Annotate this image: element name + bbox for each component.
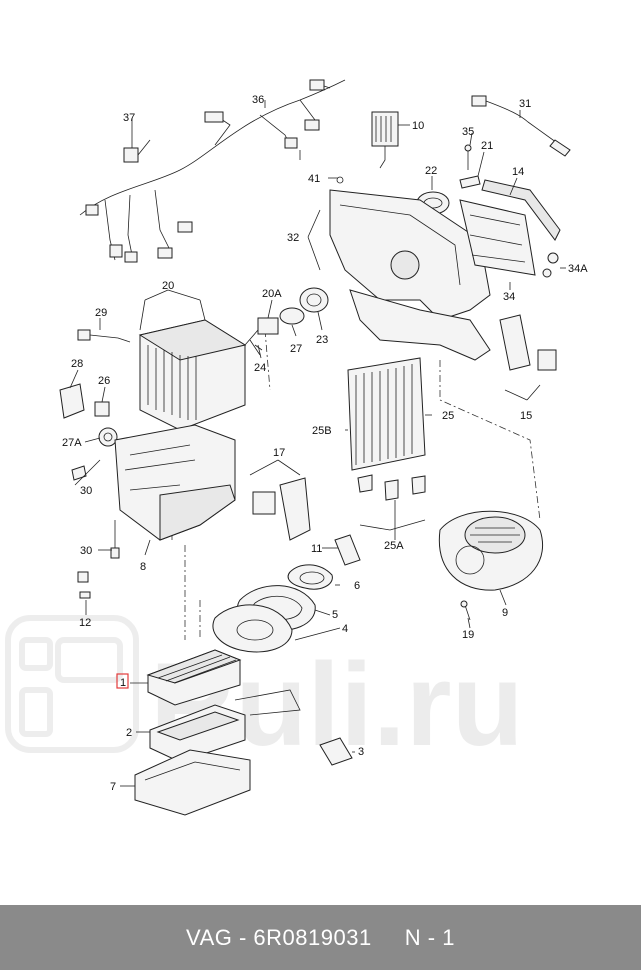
part-37-connector [123,130,151,163]
callout-27: 27 [290,343,302,355]
spacer [372,925,405,951]
wiring-harness [79,79,346,263]
position-label: N - 1 [404,924,455,950]
part-4-gasket [212,604,293,653]
callout-17: 17 [273,447,285,459]
callout-30-bottom: 30 [80,545,92,557]
parts-exploded-diagram: Ruli.ru [5,79,588,816]
callout-28: 28 [71,358,83,370]
callout-4: 4 [342,623,348,635]
part-27a-motor [98,427,118,447]
part-24-pipes [249,339,263,356]
callout-20: 20 [162,280,174,292]
callout-20a: 20A [262,288,282,300]
brand-label: VAG [186,924,233,950]
callout-27a: 27A [62,437,82,449]
part-20-evaporator [138,319,247,431]
part-3-bracket [319,737,353,766]
callout-25: 25 [442,410,454,422]
callout-23: 23 [316,334,328,346]
callout-34a: 34A [568,263,588,275]
part-10-element [371,111,399,169]
part-11-hose [334,534,361,566]
callout-12: 12 [79,617,91,629]
part-30-connector-bottom [110,520,120,559]
part-31-sensor [471,95,571,157]
callout-32: 32 [287,232,299,244]
part-17-unit [252,477,311,541]
part-20a-valve [244,317,279,346]
callout-37: 37 [123,112,135,124]
part-34a-clips [542,252,559,278]
part-23-ring [299,287,329,313]
part-7-lower-housing [134,749,251,816]
callout-19: 19 [462,629,474,641]
callout-9: 9 [502,607,508,619]
part-26-motor [94,401,110,417]
part-35-screw [464,144,472,170]
separator: - [232,924,254,950]
callout-26: 26 [98,375,110,387]
part-34-flap [459,199,536,276]
part-8-heater-box [114,424,236,541]
callout-41: 41 [308,173,320,185]
callout-labels: 36 37 10 31 35 21 22 14 41 32 34A 34 20 … [62,94,588,793]
callout-14: 14 [512,166,524,178]
part-21-bracket [459,175,481,189]
part-number: 6R0819031 [253,924,372,950]
callout-15: 15 [520,410,532,422]
callout-31: 31 [519,98,531,110]
part-15-unit [499,314,557,371]
part-32-housing [329,176,491,361]
callout-25b: 25B [312,425,332,437]
callout-21: 21 [481,140,493,152]
part-1-pollen-filter [146,649,242,706]
callout-5: 5 [332,609,338,621]
part-25-filter [347,357,426,471]
callout-2: 2 [126,727,132,739]
callout-7: 7 [110,781,116,793]
callout-24: 24 [254,362,266,374]
callout-22: 22 [425,165,437,177]
part-14-seal [481,179,561,241]
callout-25a: 25A [384,540,404,552]
callout-35: 35 [462,126,474,138]
highlight-marker [116,673,129,689]
part-12-clip [77,571,91,599]
leader-lines [69,100,566,787]
part-25a-clips [357,474,426,501]
part-30-connector-top [71,465,87,481]
part-28-actuator [59,383,85,419]
callout-30-top: 30 [80,485,92,497]
callout-6: 6 [354,580,360,592]
part-19-screw [460,600,471,621]
part-2-frame [149,689,301,763]
callout-36: 36 [252,94,264,106]
callout-8: 8 [140,561,146,573]
callout-11: 11 [311,543,322,555]
part-29-sensor [77,329,131,343]
part-number-footer: VAG - 6R0819031 N - 1 [0,905,641,970]
part-9-blower [438,510,544,591]
callout-1: 1 [120,677,126,689]
callout-34: 34 [503,291,515,303]
callout-3: 3 [358,746,364,758]
part-6-gasket [287,564,333,590]
callout-29: 29 [95,307,107,319]
callout-10: 10 [412,120,424,132]
part-27-seal [279,307,305,325]
